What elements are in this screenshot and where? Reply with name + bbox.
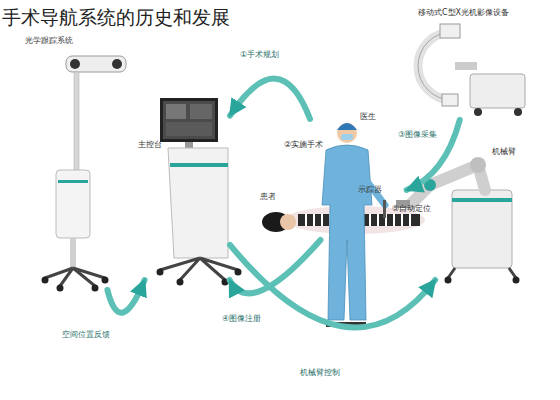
callout-label: ②实施手术 — [284, 140, 323, 150]
device-node: 移动式C型X光机影像设备 — [400, 6, 550, 120]
arrow-label: 机械臂控制 — [300, 368, 340, 378]
doctor-drawing — [322, 123, 386, 327]
device-node: 患者 — [255, 190, 430, 240]
arrow-label: ①手术规划 — [240, 50, 279, 60]
flow-arrow — [230, 240, 321, 293]
arrow-label: ③图像采集 — [398, 130, 437, 140]
device-node: 机械臂 — [430, 145, 545, 280]
arrow-label: 空间位置反馈 — [62, 330, 110, 340]
callout-label: ⑤自动定位 — [392, 204, 431, 214]
arrow-label: ④图像注册 — [222, 314, 261, 324]
callout-label: 示踪器 — [358, 185, 382, 195]
diagram-title: 手术导航系统的历史和发展 — [2, 6, 230, 28]
device-label: 移动式C型X光机影像设备 — [418, 8, 509, 18]
device-label: 患者 — [260, 192, 276, 202]
console-drawing — [157, 98, 242, 286]
device-label: 医生 — [360, 112, 376, 122]
optical-tracker-drawing — [42, 56, 127, 292]
c-arm-drawing — [418, 24, 525, 116]
robot-arm-drawing — [396, 157, 520, 284]
flow-arrow — [107, 280, 144, 313]
device-label: 光学跟踪系统 — [25, 36, 73, 46]
flow-arrow — [230, 79, 310, 119]
device-label: 机械臂 — [492, 147, 516, 157]
device-label: 主控台 — [138, 140, 162, 150]
device-node: 主控台 — [135, 95, 230, 280]
device-node: 光学跟踪系统 — [20, 32, 130, 290]
